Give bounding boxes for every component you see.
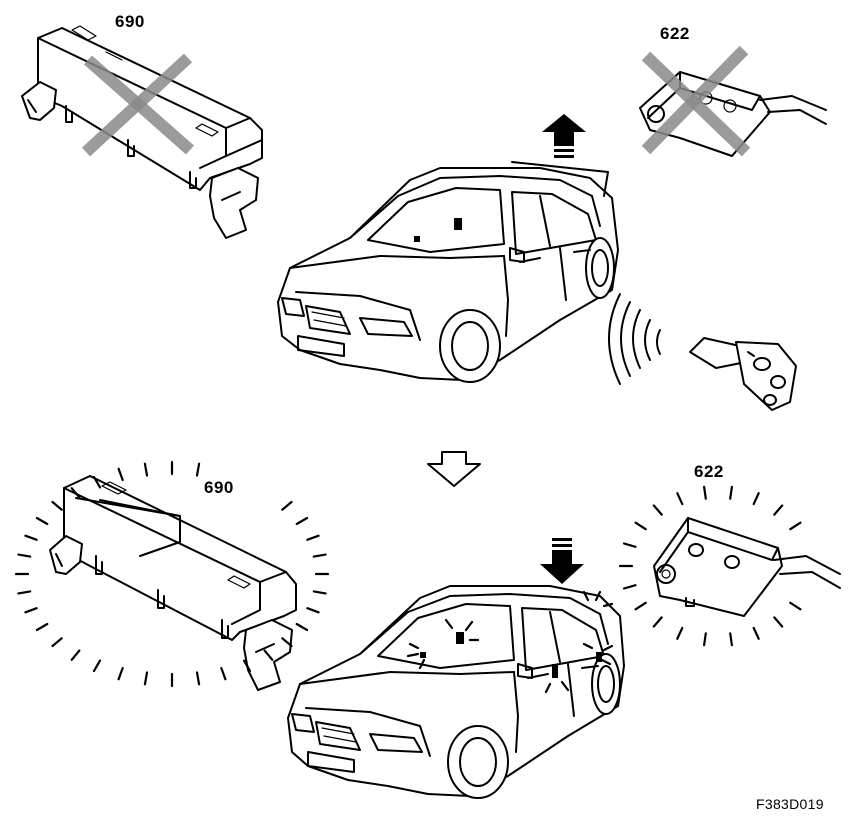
glow-ray — [295, 622, 309, 632]
glow-ray — [263, 649, 274, 661]
glow-ray — [24, 607, 38, 614]
glow-ray — [702, 632, 707, 647]
glow-ray — [70, 487, 81, 499]
radio-waves-icon — [608, 293, 661, 385]
glow-ray — [195, 462, 201, 477]
car-top — [277, 161, 619, 383]
glow-ray — [92, 475, 102, 489]
label-622-bottom: 622 — [694, 462, 724, 481]
glow-ray — [117, 666, 124, 681]
glow-ray — [789, 521, 802, 531]
glow-ray — [622, 542, 637, 548]
glow-ray — [35, 516, 49, 526]
glow-rays-622 — [618, 485, 802, 647]
glow-ray — [773, 504, 784, 516]
figure-code: F383D019 — [756, 796, 824, 812]
arrow-down-icon — [540, 538, 584, 584]
glow-ray — [117, 467, 124, 482]
key-fob-icon — [689, 337, 797, 411]
glow-ray — [729, 485, 734, 500]
glow-ray — [652, 616, 663, 628]
glow-ray — [676, 492, 684, 506]
x-mark-icon-622 — [641, 45, 751, 157]
module-690-top — [21, 25, 263, 239]
glow-ray — [306, 534, 320, 541]
glow-ray — [752, 626, 760, 640]
glow-ray — [242, 659, 252, 673]
glow-ray — [676, 626, 684, 640]
glow-ray — [652, 504, 663, 516]
glow-ray — [622, 584, 637, 590]
glow-ray — [634, 521, 647, 531]
x-mark-icon-690 — [81, 53, 194, 157]
label-622-top: 622 — [660, 24, 690, 43]
glow-ray — [70, 649, 81, 661]
glow-ray — [702, 485, 707, 500]
glow-ray — [281, 500, 293, 511]
glow-ray — [752, 492, 760, 506]
glow-rays-car-locks — [406, 590, 614, 694]
glow-ray — [143, 462, 149, 477]
glow-ray — [312, 590, 327, 595]
glow-ray — [634, 601, 647, 611]
glow-ray — [195, 671, 201, 686]
label-690-top: 690 — [115, 12, 145, 31]
arrow-up-icon — [542, 114, 586, 158]
glow-ray — [92, 659, 102, 673]
glow-ray — [51, 637, 63, 648]
label-690-bottom: 690 — [204, 478, 234, 497]
glow-ray — [143, 671, 149, 686]
module-690-bottom — [49, 475, 297, 691]
hollow-arrow-down-icon — [427, 451, 481, 487]
glow-ray — [51, 500, 63, 511]
glow-ray — [220, 666, 227, 681]
module-622-bottom — [653, 517, 841, 617]
glow-ray — [17, 553, 32, 558]
glow-ray — [35, 622, 49, 632]
glow-rays-690 — [14, 460, 330, 688]
glow-ray — [17, 590, 32, 595]
glow-ray — [729, 632, 734, 647]
glow-ray — [773, 616, 784, 628]
car-bottom — [287, 585, 625, 799]
glow-ray — [24, 534, 38, 541]
glow-ray — [306, 607, 320, 614]
glow-ray — [312, 553, 327, 558]
glow-ray — [295, 516, 309, 526]
glow-ray — [789, 601, 802, 611]
glow-ray — [281, 637, 293, 648]
